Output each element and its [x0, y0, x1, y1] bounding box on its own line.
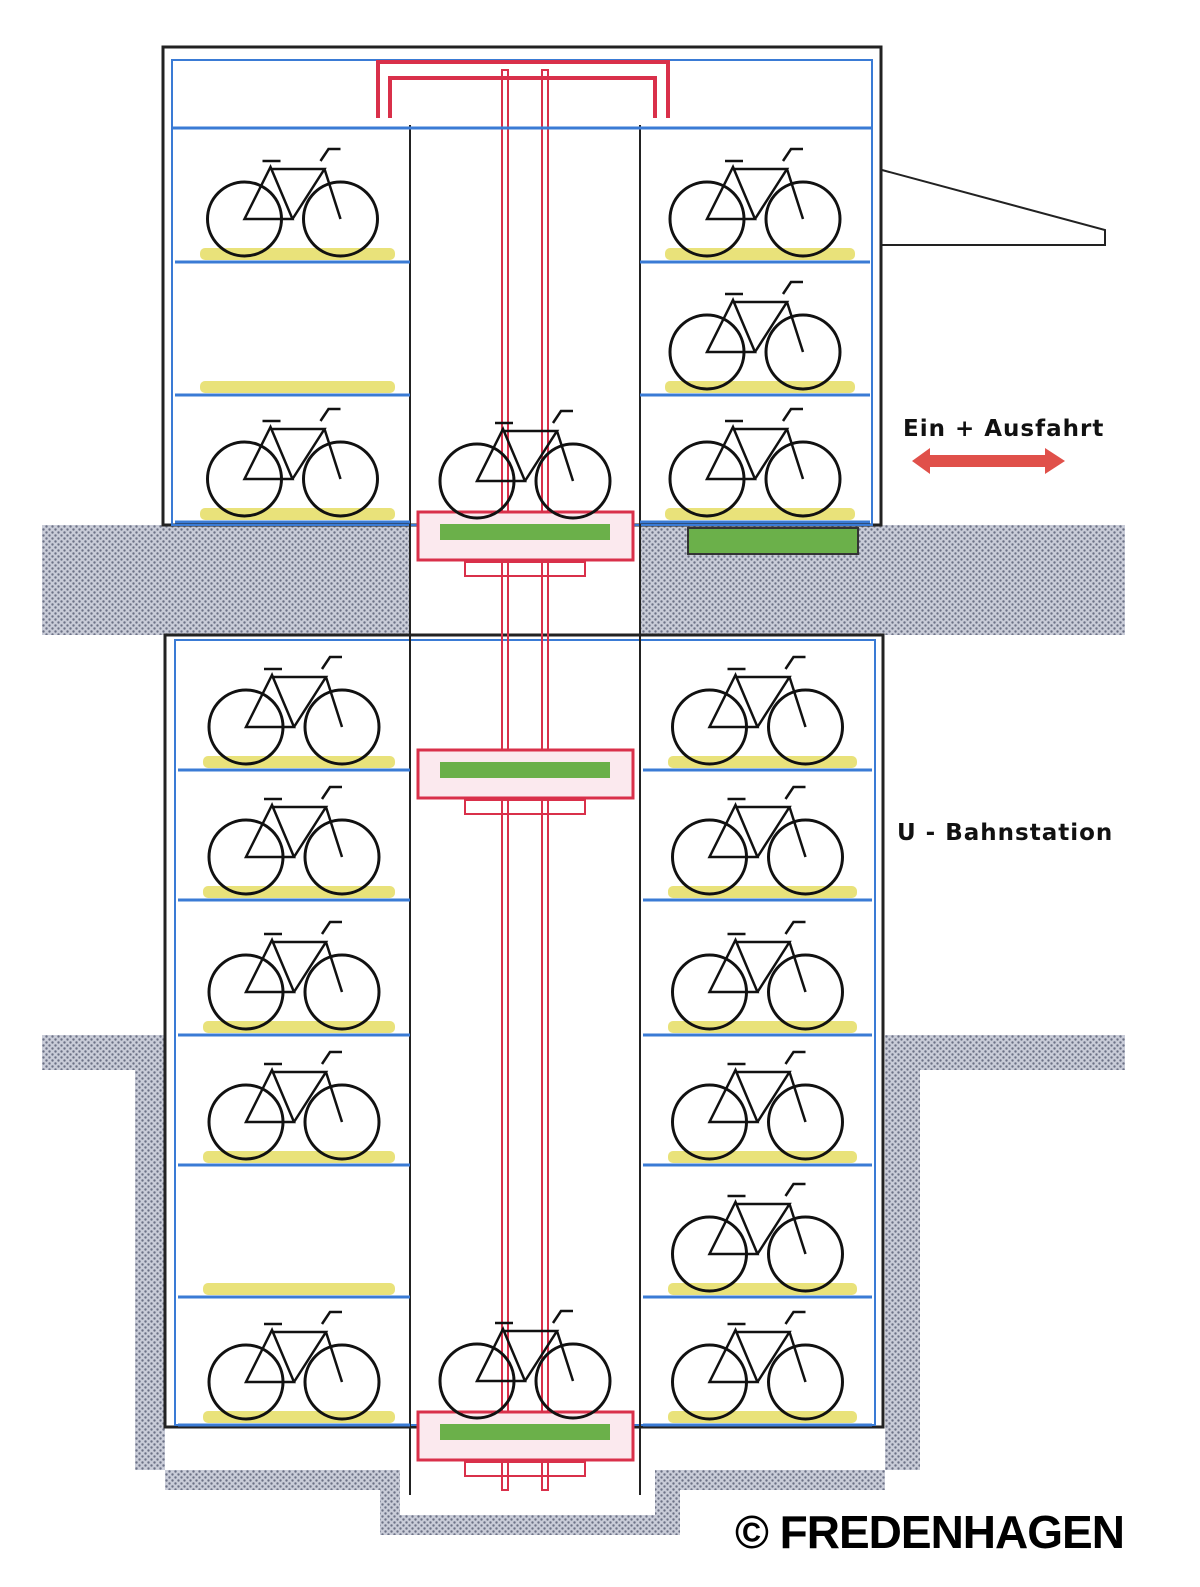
- bike-pad: [200, 381, 395, 393]
- bike-wheel: [767, 953, 844, 1031]
- stored-bike: [668, 407, 842, 518]
- stored-bike: [671, 785, 844, 896]
- bike-on-lift: [438, 409, 612, 520]
- floor-slab-left: [42, 525, 410, 635]
- tower-frame-upper: [171, 59, 873, 526]
- bike-wheel: [767, 818, 844, 896]
- stored-bike: [207, 655, 381, 766]
- stored-bike: [206, 147, 379, 258]
- bike-wheel: [302, 180, 379, 258]
- bike-frame: [707, 1050, 807, 1124]
- platform-conveyor: [440, 1424, 610, 1440]
- bike-frame: [243, 1050, 344, 1124]
- bike-frame: [704, 280, 805, 354]
- bike-pad: [203, 1283, 395, 1295]
- bike-frame: [242, 407, 342, 481]
- bike-wheel: [764, 180, 842, 258]
- bike-frame: [707, 920, 807, 994]
- bike-frame: [474, 409, 575, 483]
- bike-wheel: [303, 1083, 381, 1161]
- canopy: [881, 169, 1106, 246]
- bike-frame: [243, 785, 344, 859]
- stored-bike: [668, 147, 842, 258]
- platform-carriage: [464, 799, 586, 815]
- bike-on-lift: [438, 1309, 612, 1420]
- bike-frame: [243, 1310, 344, 1384]
- bike-wheel: [764, 313, 842, 391]
- bike-wheel: [534, 442, 612, 520]
- platform-conveyor: [440, 762, 610, 778]
- bike-wheel: [764, 440, 842, 518]
- entry-exit-label: Ein + Ausfahrt: [903, 416, 1105, 442]
- stored-bike: [671, 1310, 844, 1421]
- bike-frame: [242, 147, 342, 221]
- bike-wheel: [767, 688, 844, 766]
- bike-frame: [704, 147, 805, 221]
- bike-frame: [704, 407, 805, 481]
- stored-bike: [206, 407, 379, 518]
- platform-carriage: [464, 1461, 586, 1477]
- bike-frame: [474, 1309, 575, 1383]
- stored-bike: [668, 280, 842, 391]
- bike-frame: [707, 1182, 807, 1256]
- entry-exit-arrow: [912, 448, 1065, 474]
- bike-wheel: [303, 818, 381, 896]
- bike-frame: [707, 785, 807, 859]
- bike-frame: [243, 920, 344, 994]
- foundation: [42, 1035, 1125, 1535]
- transfer-cart: [687, 527, 859, 555]
- copyright-logo: © FREDENHAGEN: [735, 1506, 1125, 1558]
- bike-frame: [707, 1310, 807, 1384]
- stored-bike: [207, 1050, 381, 1161]
- bike-wheel: [302, 440, 379, 518]
- subway-station-label: U - Bahnstation: [897, 820, 1114, 846]
- bike-wheel: [303, 1343, 381, 1421]
- platform-conveyor: [440, 524, 610, 540]
- stored-bike: [671, 920, 844, 1031]
- bike-wheel: [534, 1342, 612, 1420]
- bike-wheel: [303, 688, 381, 766]
- stored-bike: [207, 785, 381, 896]
- stored-bike: [671, 1050, 844, 1161]
- stored-bike: [671, 655, 844, 766]
- bike-frame: [243, 655, 344, 729]
- stored-bike: [207, 920, 381, 1031]
- bike-wheel: [767, 1083, 844, 1161]
- bike-wheel: [303, 953, 381, 1031]
- lift-top-frame: [376, 60, 670, 118]
- bike-wheel: [767, 1343, 844, 1421]
- stored-bike: [671, 1182, 844, 1293]
- bike-frame: [707, 655, 807, 729]
- platform-carriage: [464, 561, 586, 577]
- stored-bike: [207, 1310, 381, 1421]
- bike-wheel: [767, 1215, 844, 1293]
